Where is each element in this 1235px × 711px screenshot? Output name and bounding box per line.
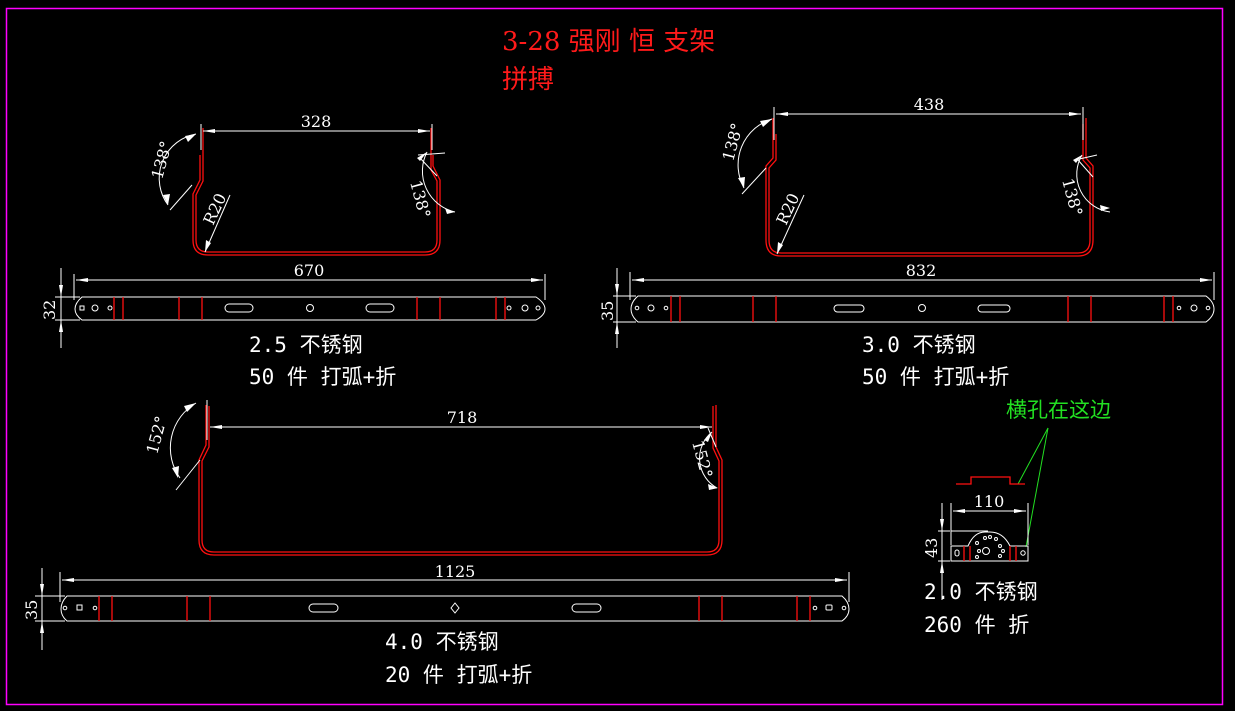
- annotation-leader: [1025, 427, 1049, 548]
- part-4: 横孔在这边 110 43: [922, 398, 1111, 637]
- title-line-2: 拼搏: [502, 65, 554, 95]
- strip-outline: [74, 296, 546, 321]
- material-note: 3.0 不锈钢: [862, 333, 976, 357]
- center-hole: [306, 304, 314, 312]
- quantity-note: 20 件 打弧+折: [385, 663, 532, 687]
- material-note: 2.5 不锈钢: [249, 333, 363, 357]
- annotation-text: 横孔在这边: [1006, 398, 1111, 422]
- profile-outer: [198, 405, 723, 556]
- center-hole: [918, 304, 926, 312]
- part-2-profile: 438 138° 138° R20: [719, 95, 1111, 257]
- length-dim: 832: [906, 261, 937, 280]
- strip-outline: [60, 595, 850, 622]
- angle-arc-left: [158, 133, 197, 206]
- part-1-blank: 670 32: [40, 261, 546, 348]
- profile-inner: [201, 406, 720, 553]
- quantity-note: 50 件 打弧+折: [249, 365, 396, 389]
- part-2: 438 138° 138° R20 832: [598, 95, 1215, 389]
- quantity-note: 50 件 打弧+折: [862, 365, 1009, 389]
- drawing-frame: [5, 7, 1224, 706]
- slot-hole: [308, 603, 339, 613]
- material-note: 2.0 不锈钢: [924, 580, 1038, 604]
- width-dim: 328: [301, 112, 332, 131]
- width-dim: 718: [447, 408, 478, 427]
- part-2-blank: 832 35: [598, 261, 1215, 348]
- part-3: 718 152° 152° 1125 35: [22, 400, 850, 687]
- height-dim: 35: [598, 301, 617, 321]
- slot-hole: [224, 303, 254, 313]
- height-dim: 32: [40, 300, 59, 320]
- slot-hole: [977, 304, 1011, 313]
- profile-outer: [192, 155, 441, 256]
- profile-outer: [765, 118, 1094, 257]
- slot-hole: [365, 303, 395, 313]
- part-3-blank: 1125 35: [22, 562, 850, 650]
- material-note: 4.0 不锈钢: [385, 630, 499, 654]
- height-dim: 35: [22, 600, 41, 620]
- strip-outline: [630, 295, 1215, 323]
- height-dim: 43: [922, 538, 941, 558]
- profile-inner: [195, 128, 438, 253]
- slot-hole: [571, 603, 602, 613]
- length-dim: 670: [294, 261, 325, 280]
- side-profile: [956, 476, 1025, 485]
- center-hole: [450, 602, 460, 614]
- profile-inner: [768, 124, 1091, 254]
- bracket-outline: [950, 531, 1029, 562]
- length-dim: 110: [974, 492, 1005, 511]
- title-line-1: 3-28 强刚 恒 支架: [502, 27, 715, 57]
- length-dim: 1125: [435, 562, 476, 581]
- slot-hole: [833, 304, 865, 313]
- quantity-note: 260 件 折: [924, 613, 1029, 637]
- annotation-leader: [1017, 427, 1049, 485]
- width-dim: 438: [914, 95, 945, 114]
- part-3-profile: 718 152° 152°: [143, 400, 723, 556]
